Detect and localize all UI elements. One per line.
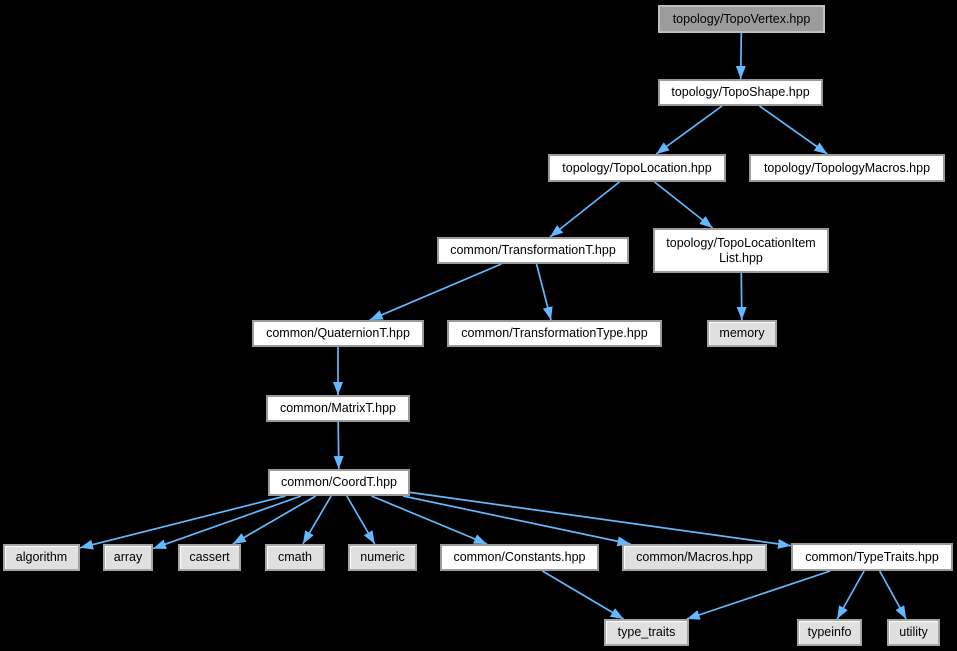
edge-constants-to-type-traits: [541, 570, 625, 620]
node-memory[interactable]: memory: [707, 320, 777, 347]
node-transformation-t[interactable]: common/TransformationT.hpp: [437, 237, 629, 264]
edge-coord-t-to-cassert: [232, 495, 317, 545]
edge-coord-t-to-algorithm: [79, 495, 286, 550]
edge-topo-shape-to-topology-macros: [759, 105, 828, 155]
node-topo-location[interactable]: topology/TopoLocation.hpp: [548, 154, 726, 182]
edge-coord-t-to-type-traits-hpp: [409, 491, 792, 549]
edge-coord-t-to-macros: [402, 495, 631, 547]
node-macros[interactable]: common/Macros.hpp: [622, 544, 767, 571]
node-constants[interactable]: common/Constants.hpp: [440, 544, 599, 571]
edge-topo-location-to-transformation-t: [549, 181, 620, 238]
edge-topo-location-to-topo-location-item-list: [654, 181, 714, 229]
edge-coord-t-to-cmath: [302, 495, 332, 545]
edge-coord-t-to-constants: [371, 495, 488, 545]
node-coord-t[interactable]: common/CoordT.hpp: [268, 469, 410, 496]
edge-transformation-t-to-transformation-type: [535, 263, 553, 321]
node-numeric[interactable]: numeric: [348, 544, 417, 571]
node-type-traits[interactable]: type_traits: [604, 619, 689, 646]
edge-coord-t-to-array: [152, 495, 302, 550]
node-cassert[interactable]: cassert: [178, 544, 241, 571]
node-matrix-t[interactable]: common/MatrixT.hpp: [266, 395, 410, 422]
edge-coord-t-to-numeric: [346, 495, 376, 545]
node-array[interactable]: array: [103, 544, 153, 571]
edge-topo-shape-to-topo-location: [655, 105, 723, 155]
edge-matrix-t-to-coord-t: [333, 421, 344, 470]
node-transformation-type[interactable]: common/TransformationType.hpp: [447, 320, 662, 347]
node-utility[interactable]: utility: [887, 619, 940, 646]
edge-topo-location-item-list-to-memory: [736, 272, 747, 321]
node-typeinfo[interactable]: typeinfo: [797, 619, 862, 646]
node-topo-location-item-list[interactable]: topology/TopoLocationItem List.hpp: [653, 228, 829, 273]
node-cmath[interactable]: cmath: [265, 544, 325, 571]
edge-transformation-t-to-quaternion-t: [369, 263, 502, 321]
edge-topo-vertex-to-topo-shape: [735, 32, 746, 80]
edge-type-traits-hpp-to-typeinfo: [836, 570, 865, 620]
node-algorithm[interactable]: algorithm: [3, 544, 80, 571]
node-quaternion-t[interactable]: common/QuaternionT.hpp: [252, 320, 424, 347]
node-topo-shape[interactable]: topology/TopoShape.hpp: [658, 79, 823, 106]
node-topo-vertex[interactable]: topology/TopoVertex.hpp: [658, 5, 825, 33]
edge-type-traits-hpp-to-type-traits: [686, 570, 831, 620]
node-type-traits-hpp[interactable]: common/TypeTraits.hpp: [791, 543, 953, 571]
node-topology-macros[interactable]: topology/TopologyMacros.hpp: [749, 154, 945, 182]
edge-type-traits-hpp-to-utility: [878, 570, 907, 620]
